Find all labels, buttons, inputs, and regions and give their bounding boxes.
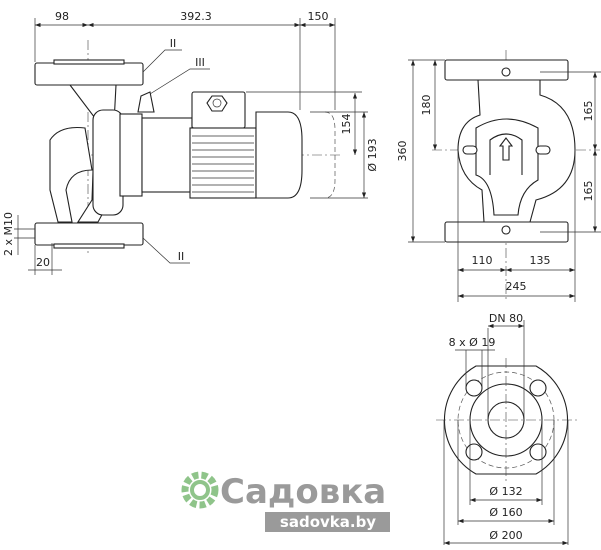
bolt-hole [465,379,483,397]
bolt-hole [529,379,547,397]
dim-holes-label: 8 x Ø 19 [449,336,496,349]
dim-135-label: 135 [530,254,551,267]
dim-20-label: 20 [36,256,50,269]
callout-leader-bottom [142,237,190,264]
top-flange-face [53,59,125,65]
housing-boss-right [535,145,551,155]
dim-160-label: Ø 160 [489,506,522,519]
vent-plug [137,91,155,113]
bottom-flange-face [53,243,125,249]
top-flange [34,62,144,86]
bottom-bolt-hole [501,225,511,235]
cable-gland-hole [212,98,222,108]
callout-vent: III [195,56,205,69]
bolt-hole [529,443,547,461]
dim-392-label: 392.3 [180,10,212,23]
watermark-brand: Садовка [220,472,386,512]
flange-view: DN 80 8 x Ø 19 Ø 132 Ø 160 Ø 200 [436,312,578,546]
dim-154-label: 154 [340,114,353,135]
bottom-flange [34,222,144,246]
fan-cover [255,111,303,199]
dim-98-label: 98 [55,10,69,23]
bolt-hole [465,443,483,461]
watermark-site: sadovka.by [280,513,376,531]
dim-360-label: 360 [396,141,409,162]
dim-200-label: Ø 200 [489,529,522,542]
flow-direction-arrow-icon [498,137,514,161]
lantern [119,113,143,197]
dim-132-label: Ø 132 [489,485,522,498]
callout-leader-vent [149,68,210,95]
top-bolt-hole [501,67,511,77]
watermark-site-bg [265,512,390,532]
dim-165-upper-label: 165 [582,101,595,122]
dim-193-label: Ø 193 [366,138,379,171]
dim-165-lower-label: 165 [582,181,595,202]
dim-bolts-label: 2 x M10 [2,212,15,256]
service-clearance-outline [324,111,336,199]
dim-245-label: 245 [506,280,527,293]
dim-dn80-label: DN 80 [489,312,523,325]
callout-bottom-flange: II [178,250,185,263]
callout-leader-top [142,49,182,73]
watermark: Садовка sadovka.by [181,471,390,532]
dim-110-label: 110 [472,254,493,267]
dim-150-label: 150 [308,10,329,23]
callout-top-flange: II [170,37,177,50]
front-view: 360 180 165 165 110 135 245 [396,50,601,302]
gear-logo-icon [181,471,219,509]
motor-housing [189,127,257,199]
motor-neck [141,117,193,193]
dim-180-label: 180 [420,95,433,116]
cooling-fins [192,135,254,193]
housing-boss-left [462,145,478,155]
inlet-elbow [49,126,93,223]
volute-casing [92,109,124,216]
cable-gland [206,95,228,112]
side-view: 98 392.3 150 154 Ø 193 2 x M10 20 II III… [2,10,379,275]
